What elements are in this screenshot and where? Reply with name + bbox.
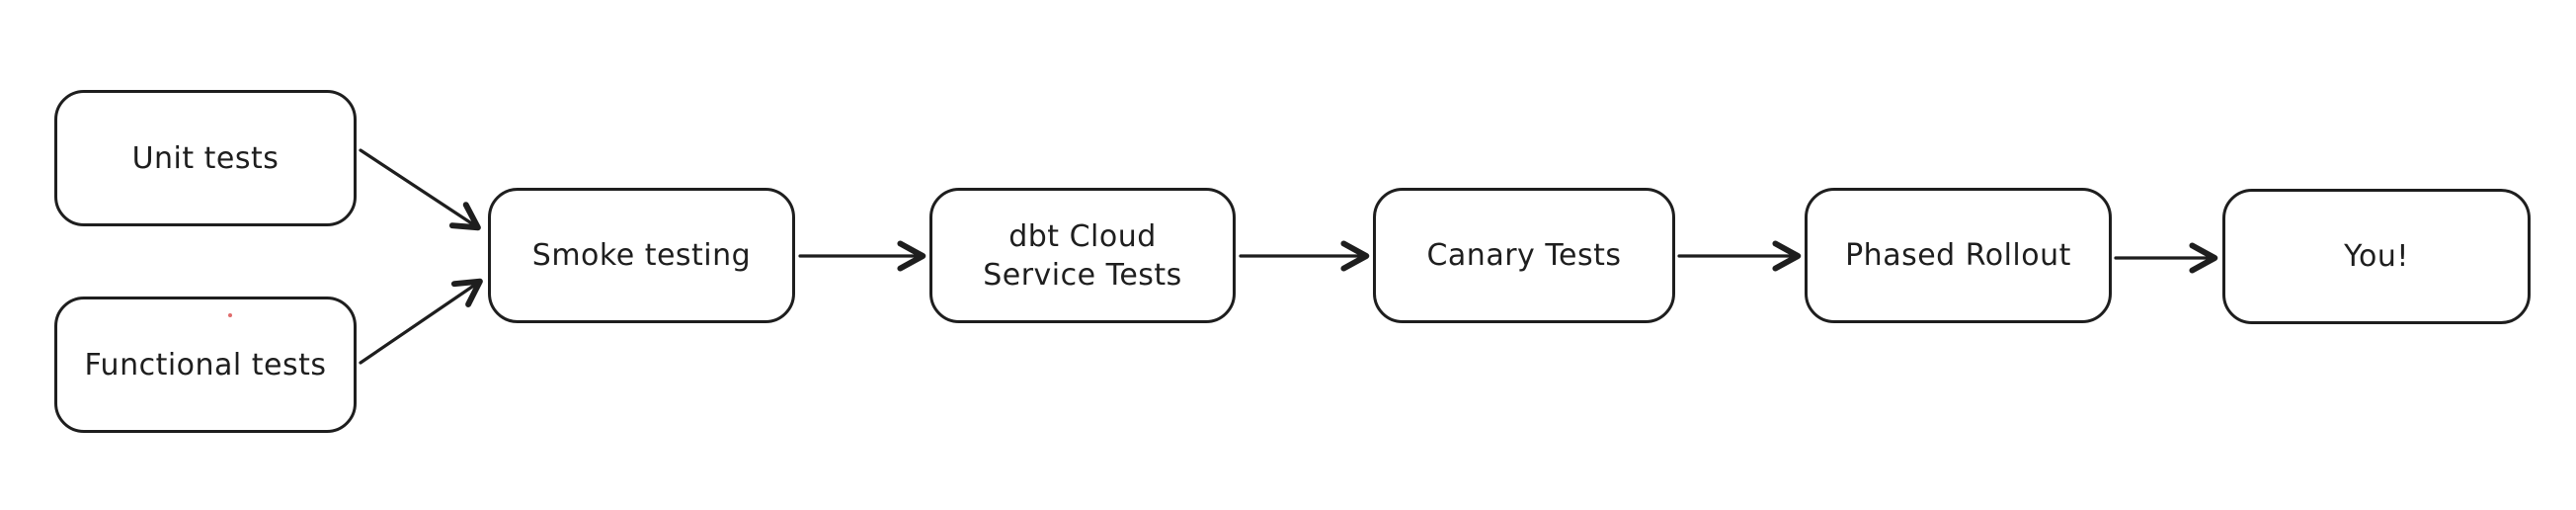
- node-functional-tests-label: Functional tests: [84, 347, 327, 382]
- node-phased-rollout-label: Phased Rollout: [1845, 238, 2071, 273]
- node-you-label: You!: [2344, 239, 2409, 274]
- node-canary-tests: Canary Tests: [1373, 188, 1675, 323]
- node-functional-tests: Functional tests: [54, 297, 357, 433]
- node-dbt-cloud-service-tests: dbt Cloud Service Tests: [929, 188, 1236, 323]
- node-unit-tests: Unit tests: [54, 90, 357, 226]
- red-dot-artifact: [228, 313, 232, 317]
- node-smoke-testing: Smoke testing: [488, 188, 795, 323]
- node-smoke-testing-label: Smoke testing: [531, 238, 752, 273]
- edge-functional-tests-to-smoke-testing: [359, 278, 483, 365]
- node-canary-tests-label: Canary Tests: [1426, 238, 1622, 273]
- node-dbt-cloud-service-tests-label: dbt Cloud Service Tests: [983, 218, 1182, 293]
- node-phased-rollout: Phased Rollout: [1805, 188, 2112, 323]
- edge-unit-tests-to-smoke-testing: [359, 148, 481, 231]
- node-unit-tests-label: Unit tests: [131, 140, 280, 176]
- node-you: You!: [2222, 189, 2531, 324]
